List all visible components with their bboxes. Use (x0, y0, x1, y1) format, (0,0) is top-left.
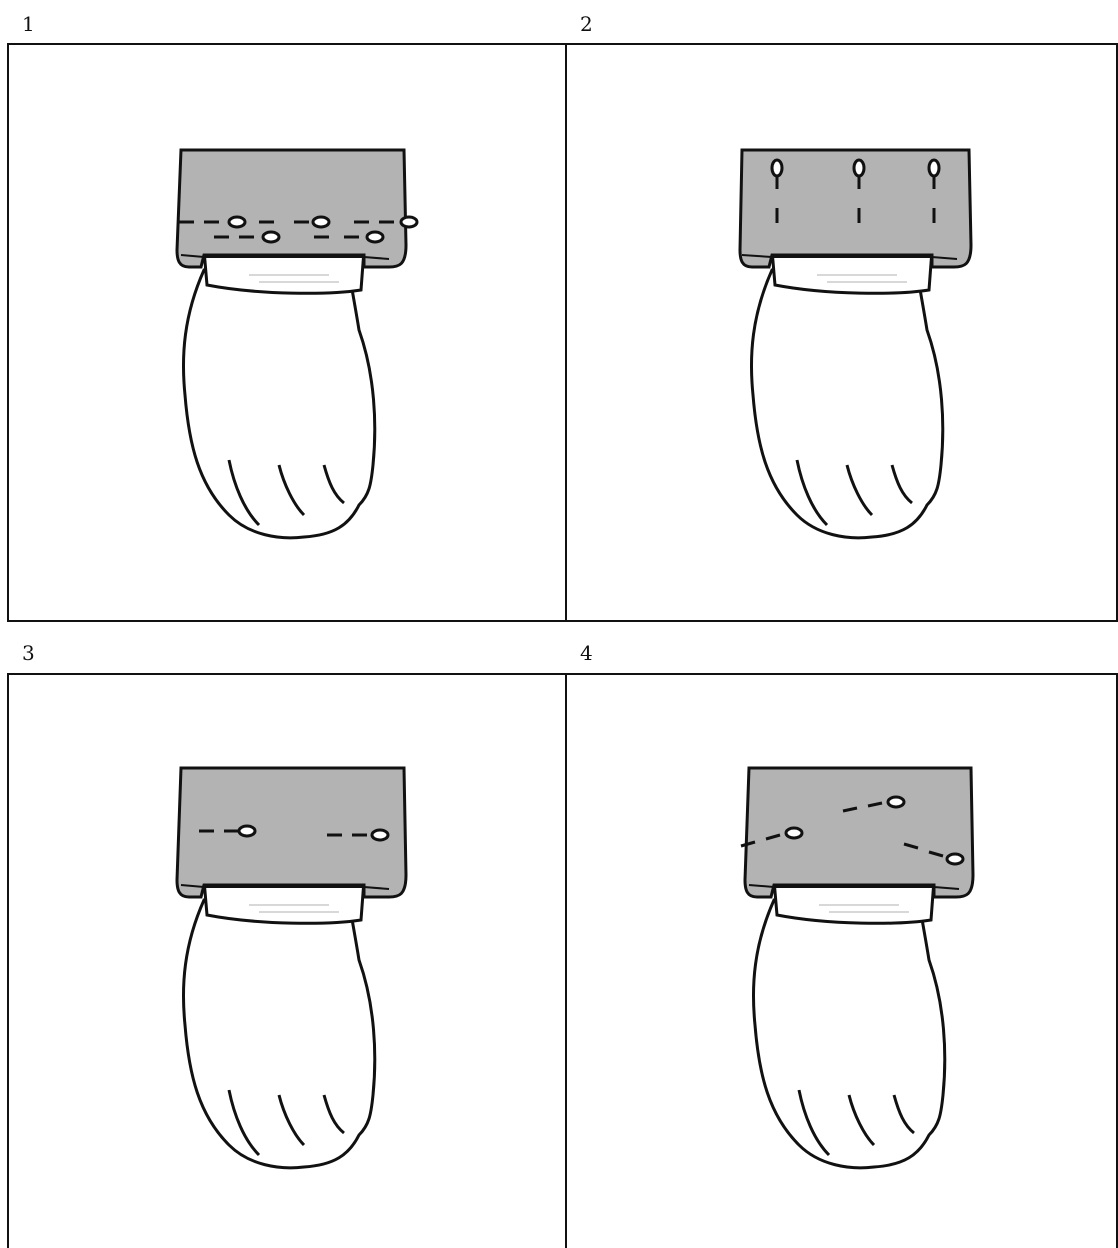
panel-2-label: 2 (580, 12, 593, 36)
panel-3-label: 3 (22, 641, 35, 665)
pin-1 (199, 824, 257, 838)
hand (749, 268, 945, 540)
pin-2 (327, 828, 390, 842)
hand (181, 898, 377, 1170)
pin-2 (214, 230, 281, 244)
pin-3 (927, 158, 941, 223)
sleeve (175, 148, 408, 269)
panel-1-illustration (175, 148, 419, 540)
pin-1 (179, 215, 247, 229)
panel-4-label: 4 (580, 641, 593, 665)
pin-2 (842, 795, 906, 813)
pin-4 (314, 230, 385, 244)
panel-2 (565, 43, 1118, 622)
panel-1 (7, 43, 567, 622)
sleeve (175, 766, 408, 899)
pin-3 (259, 215, 331, 229)
pin-1 (740, 826, 804, 848)
panel-1-label: 1 (22, 12, 35, 36)
panel-3 (7, 673, 567, 1248)
hand (751, 898, 947, 1170)
pin-2 (852, 158, 866, 223)
pin-1 (770, 158, 784, 223)
panel-2-illustration (738, 148, 973, 540)
sleeve (738, 148, 973, 269)
pin-5 (354, 215, 419, 229)
sleeve (743, 766, 975, 899)
panel-3-illustration (175, 766, 408, 1170)
hand (181, 268, 377, 540)
panel-4-illustration (740, 766, 975, 1170)
panel-4 (565, 673, 1118, 1248)
pin-3 (903, 842, 965, 866)
